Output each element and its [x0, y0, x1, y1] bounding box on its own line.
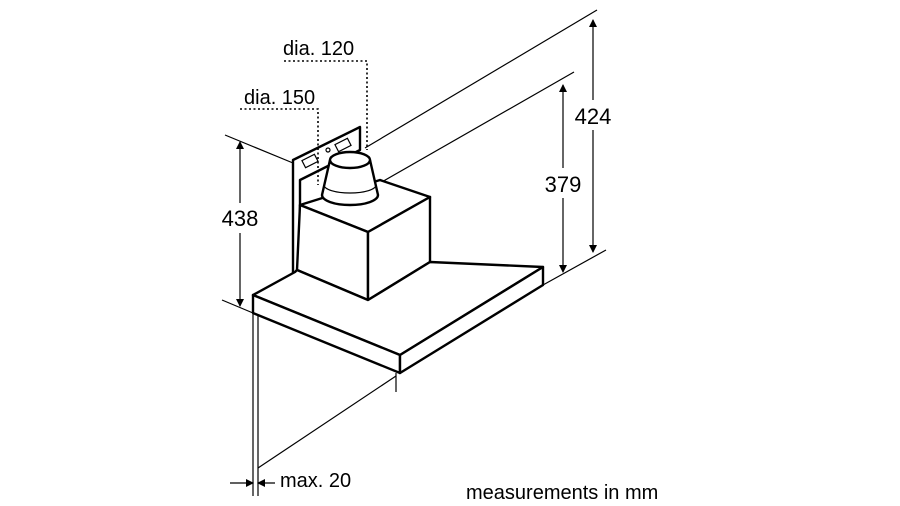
dimension-max-20: max. 20 [230, 470, 351, 496]
dimension-label-424: 424 [575, 104, 612, 129]
callout-dia-150: dia. 150 [240, 87, 319, 185]
wall-section [252, 313, 397, 470]
dimension-label-max-20: max. 20 [280, 470, 351, 492]
dimension-label-379: 379 [545, 172, 582, 197]
dimension-label-438: 438 [222, 206, 259, 231]
dimension-379: 379 [542, 84, 607, 286]
callout-label-dia-150: dia. 150 [244, 87, 315, 109]
dimension-424: 424 [575, 19, 612, 253]
units-note: measurements in mm [466, 482, 658, 504]
callout-dia-120: dia. 120 [283, 38, 368, 150]
hood-canopy [251, 260, 545, 375]
duct-connector [320, 150, 380, 207]
dimension-438: 438 [222, 134, 294, 314]
ceiling-lines [364, 9, 598, 184]
callout-label-dia-120: dia. 120 [283, 38, 354, 60]
